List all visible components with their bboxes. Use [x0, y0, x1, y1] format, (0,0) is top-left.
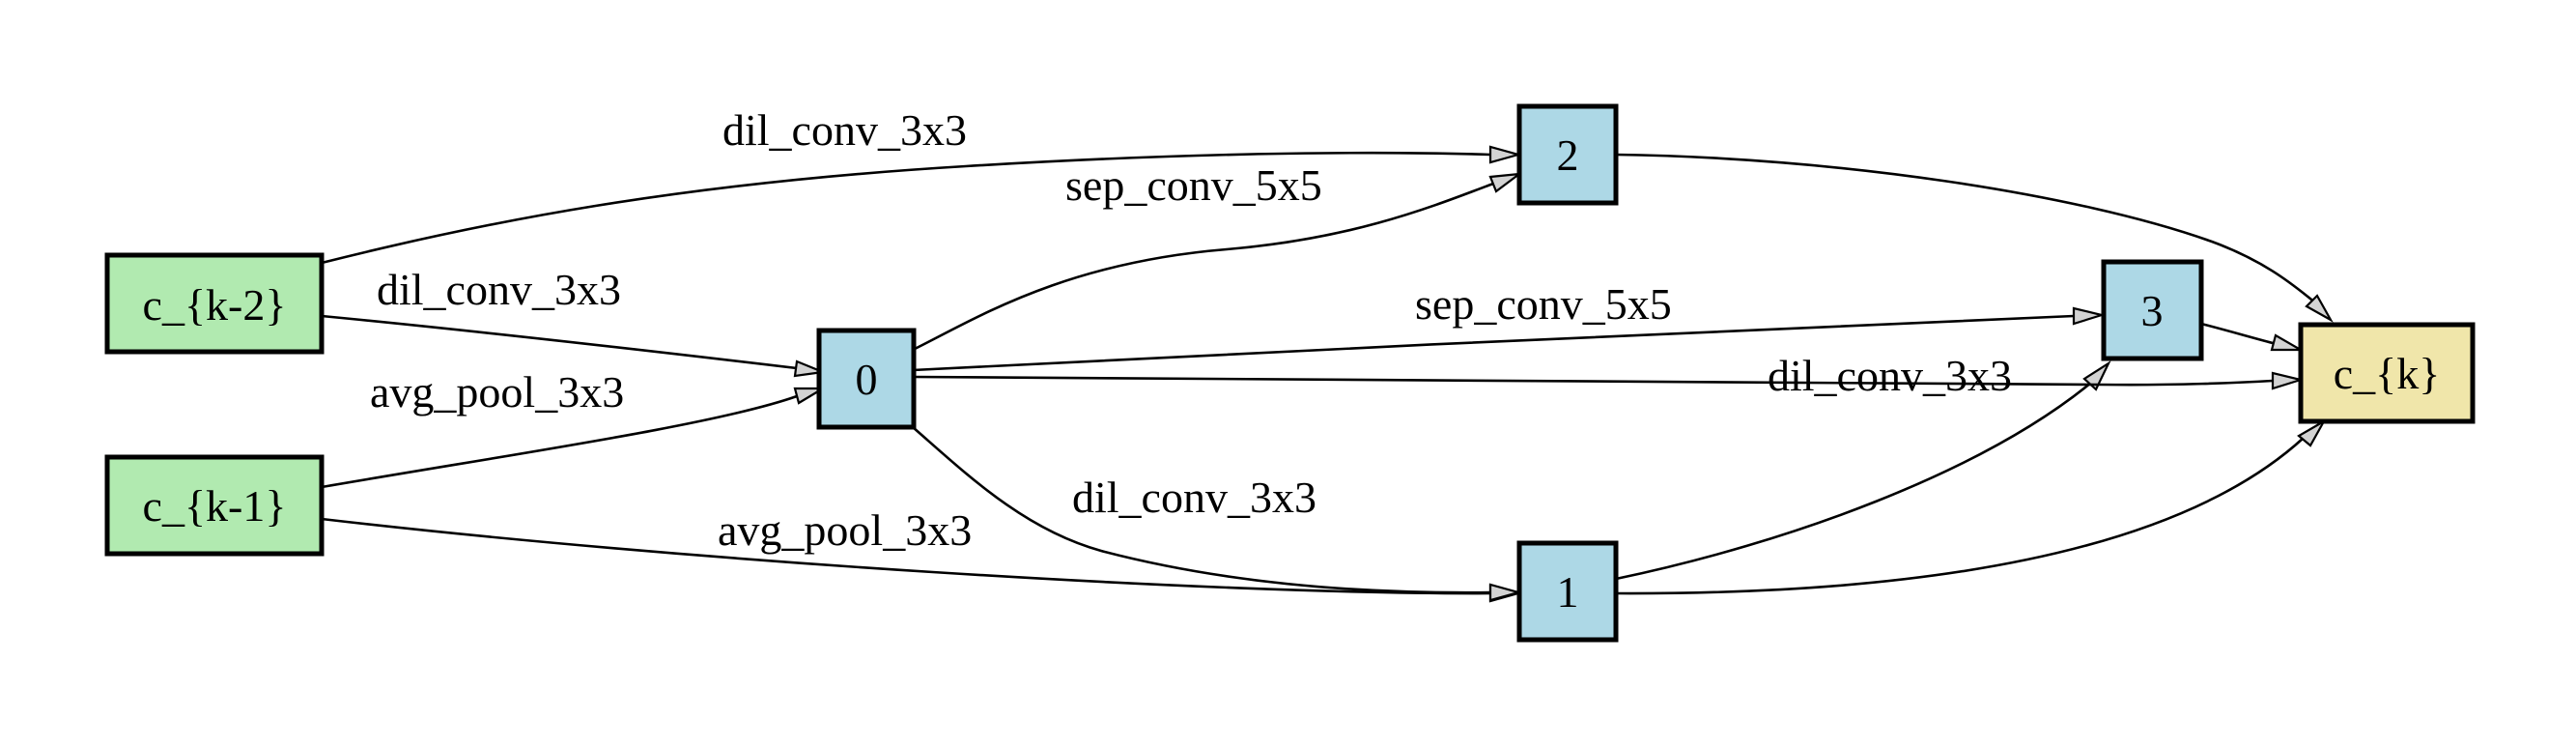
node-label-1: 1	[1557, 567, 1579, 617]
edge-ck1-n0	[321, 387, 827, 489]
edge-ck2-n0	[321, 314, 828, 378]
node-0[interactable]: 0	[816, 328, 917, 430]
node-label-ck2: c_{k-2}	[143, 280, 287, 330]
node-3[interactable]: 3	[2101, 259, 2204, 361]
node-label-3: 3	[2141, 286, 2164, 335]
node-ck1[interactable]: c_{k-1}	[104, 454, 325, 557]
edge-label-ck2-n0: dil_conv_3x3	[377, 265, 621, 314]
edge-label-ck1-n0: avg_pool_3x3	[370, 367, 624, 417]
edge-label-n0-n2: sep_conv_5x5	[1065, 160, 1322, 210]
edge-label-n0-n3: sep_conv_5x5	[1415, 279, 1672, 329]
node-1[interactable]: 1	[1516, 540, 1619, 643]
node-2[interactable]: 2	[1516, 103, 1619, 206]
edge-n3-ck	[2200, 322, 2306, 352]
edge-n0-n2	[912, 172, 1523, 352]
node-label-2: 2	[1557, 130, 1579, 180]
edge-n0-n3	[912, 306, 2107, 372]
edge-n2-ck	[1615, 153, 2334, 323]
edge-label-ck2-n2: dil_conv_3x3	[722, 105, 967, 155]
edge-n0-ck	[912, 371, 2306, 390]
node-label-ck: c_{k}	[2334, 349, 2441, 398]
edge-label-n1-n3: dil_conv_3x3	[1768, 351, 2012, 400]
node-label-0: 0	[856, 355, 878, 404]
node-ck[interactable]: c_{k}	[2298, 322, 2476, 424]
node-label-ck1: c_{k-1}	[143, 481, 287, 531]
edge-label-n0-n1: dil_conv_3x3	[1072, 473, 1316, 522]
node-ck2[interactable]: c_{k-2}	[104, 252, 325, 355]
edge-ck2-n2	[321, 145, 1523, 265]
edge-n0-n1	[912, 426, 1523, 602]
edge-label-ck1-n1: avg_pool_3x3	[718, 505, 972, 555]
edge-n1-ck	[1615, 418, 2327, 595]
